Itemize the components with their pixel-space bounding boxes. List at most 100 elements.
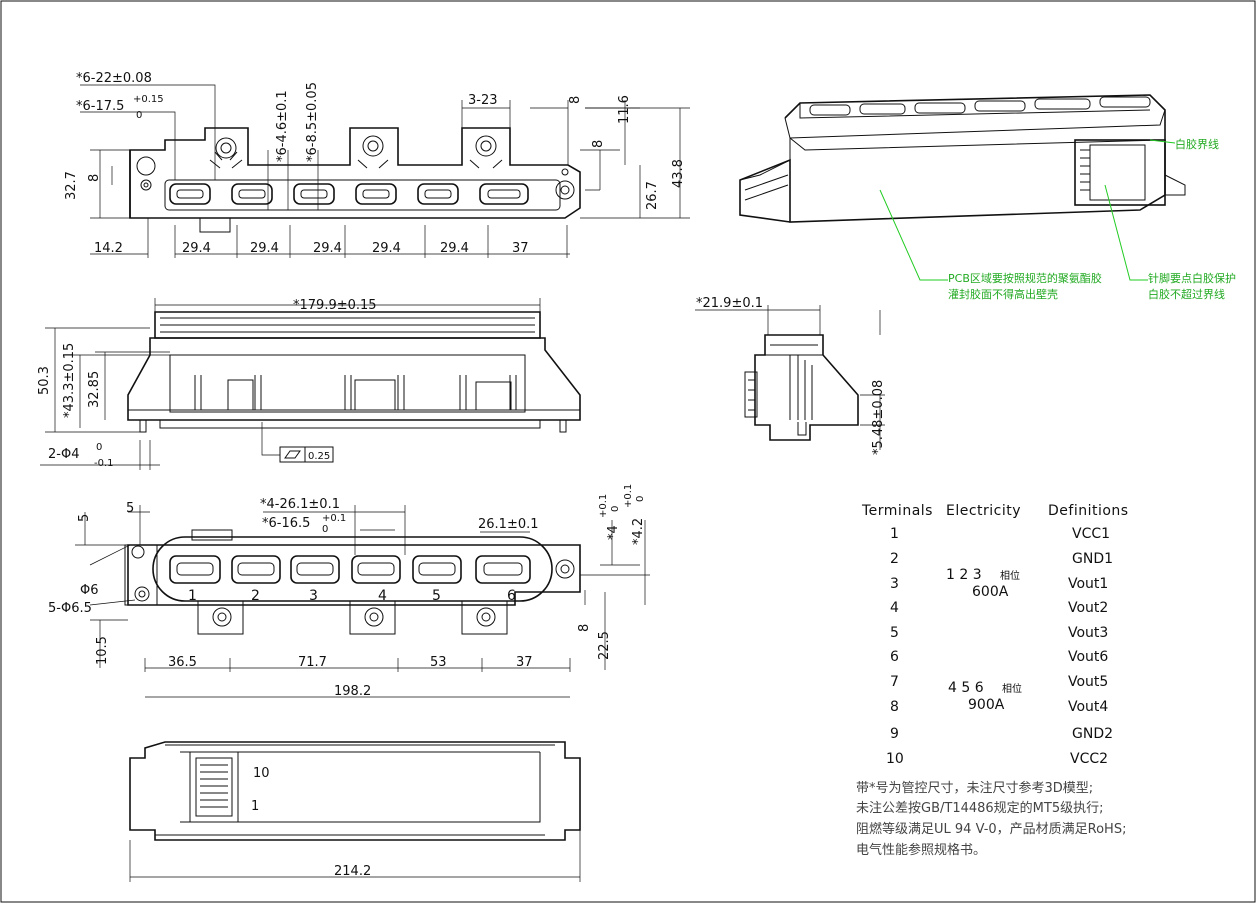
terminal-7: 7 [890,674,899,690]
top-dim-8-upper: 8 [568,96,583,104]
front-pin-tol-upper: 0 [96,442,102,453]
group-b-suffix: 相位 [1002,682,1022,695]
bottom-space-71-7: 71.7 [298,655,327,670]
front-pin-tol-lower: -0.1 [94,458,114,469]
note-1: 带*号为管控尺寸，未注尺寸参考3D模型; [856,780,1093,796]
top-dim-22: *6-22±0.08 [76,71,152,86]
top-dim-14-2: 14.2 [94,241,123,256]
iso-callout-pcb-2: 灌封胶面不得高出壁壳 [948,287,1058,301]
terminal-number-1: 1 [188,588,197,604]
top-dim-17-5: *6-17.5 [76,99,124,114]
iso-callout-pcb-1: PCB区域要按照规范的聚氨酯胶 [948,271,1102,285]
front-view: *179.9±0.15 50.3 *43.3±0.15 32.85 2-Φ4 0… [37,298,581,470]
bottom-hole-6: Φ6 [80,583,99,598]
front-pins: 2-Φ4 [48,447,79,462]
table-header-terminals: Terminals [861,503,933,519]
connector-pin-10: 10 [253,766,270,781]
note-4: 电气性能参照规格书。 [856,842,986,858]
top-space-1: 29.4 [182,241,211,256]
bottom-view: 5 5 *4-26.1±0.1 *6-16.5 +0.1 0 26.1±0.1 … [48,484,650,699]
bottom-dim-4-2-upper: +0.1 [623,484,634,508]
bottom-dim-5-left: 5 [77,514,92,522]
terminal-3: 3 [890,576,899,592]
side-pin-height: *5.48±0.08 [871,380,886,455]
definition-5: Vout3 [1068,625,1108,641]
terminal-number-5: 5 [432,588,441,604]
bottom-dim-6-16-5-lower: 0 [322,524,328,535]
top-dim-8-5: *6-8.5±0.05 [305,82,320,162]
bottom-dim-6-16-5: *6-16.5 [262,516,310,531]
terminal-number-4: 4 [378,588,387,604]
group-a-suffix: 相位 [1000,569,1020,582]
table-header-electricity: Electricity [946,503,1021,519]
top-dim-8: 8 [87,174,102,182]
bottom-dim-26-1: 26.1±0.1 [478,517,539,532]
bottom-dim-8: 8 [577,624,592,632]
terminal-9: 9 [890,726,899,742]
note-3: 阻燃等级满足UL 94 V-0，产品材质满足RoHS; [856,821,1126,837]
terminal-2: 2 [890,551,899,567]
iso-callout-side-1: 针脚要点白胶保护 [1148,271,1236,285]
terminal-4: 4 [890,600,899,616]
top-dim-3-23: 3-23 [468,93,498,108]
front-height-50-3: 50.3 [37,366,52,395]
bottom-dim-4-upper: +0.1 [598,494,609,518]
bottom-dim-22-5: 22.5 [597,631,612,660]
definition-1: VCC1 [1072,526,1110,542]
drawing-notes: 带*号为管控尺寸，未注尺寸参考3D模型; 未注公差按GB/T14486规定的MT… [856,780,1126,858]
group-a-phase: 1 2 3 [946,567,982,583]
group-a-current: 600A [972,584,1009,600]
terminal-number-2: 2 [251,588,260,604]
terminal-10: 10 [886,751,904,767]
terminal-number-3: 3 [309,588,318,604]
bottom-space-53: 53 [430,655,447,670]
top-dim-26-7: 26.7 [645,181,660,210]
definition-10: VCC2 [1070,751,1108,767]
top-space-2: 29.4 [250,241,279,256]
top-dim-4-6: *6-4.6±0.1 [275,90,290,162]
bottom-dim-4-2: *4.2 [631,518,646,545]
bottom-hole-6-5: 5-Φ6.5 [48,601,92,616]
connector-pin-1: 1 [251,799,259,814]
definition-9: GND2 [1072,726,1113,742]
group-b-phase: 4 5 6 [948,680,984,696]
front-height-32-85: 32.85 [87,371,102,408]
note-2: 未注公差按GB/T14486规定的MT5级执行; [856,800,1103,816]
definition-8: Vout4 [1068,699,1108,715]
bottom-space-37: 37 [516,655,533,670]
terminal-5: 5 [890,625,899,641]
bottom-dim-4: *4 [606,525,621,540]
connector-overall: 214.2 [334,864,371,879]
bottom-dim-4-2-lower: 0 [635,496,646,502]
definition-6: Vout6 [1068,649,1108,665]
bottom-dim-5-top: 5 [126,501,134,516]
top-space-5: 29.4 [440,241,469,256]
table-header-definitions: Definitions [1048,503,1129,519]
terminal-1: 1 [890,526,899,542]
top-dim-17-5-upper: +0.15 [133,94,164,105]
top-space-4: 29.4 [372,241,401,256]
terminal-number-6: 6 [507,588,516,604]
group-b-current: 900A [968,697,1005,713]
definition-3: Vout1 [1068,576,1108,592]
top-dim-8-right: 8 [591,140,606,148]
bottom-dim-4-lower: 0 [610,506,621,512]
definition-2: GND1 [1072,551,1113,567]
top-dim-11-6: 11.6 [617,95,632,124]
top-space-3: 29.4 [313,241,342,256]
side-width: *21.9±0.1 [696,296,763,311]
iso-callout-side-2: 白胶不超过界线 [1148,287,1225,301]
front-flatness: 0.25 [308,451,330,462]
terminal-table: Terminals Electricity Definitions 1 2 3 … [861,503,1129,767]
terminal-6: 6 [890,649,899,665]
front-length: *179.9±0.15 [293,298,377,313]
side-view: *21.9±0.1 *5.48±0.08 [695,296,886,455]
bottom-space-36-5: 36.5 [168,655,197,670]
top-dim-43-8: 43.8 [671,159,686,188]
iso-view: 白胶界线 PCB区域要按照规范的聚氨酯胶 灌封胶面不得高出壁壳 针脚要点白胶保护… [739,94,1236,301]
front-height-43-3: *43.3±0.15 [62,343,77,418]
top-view: *6-22±0.08 *6-17.5 +0.15 0 *6-4.6±0.1 *6… [64,71,690,258]
top-space-6: 37 [512,241,529,256]
iso-callout-right: 白胶界线 [1175,137,1219,151]
